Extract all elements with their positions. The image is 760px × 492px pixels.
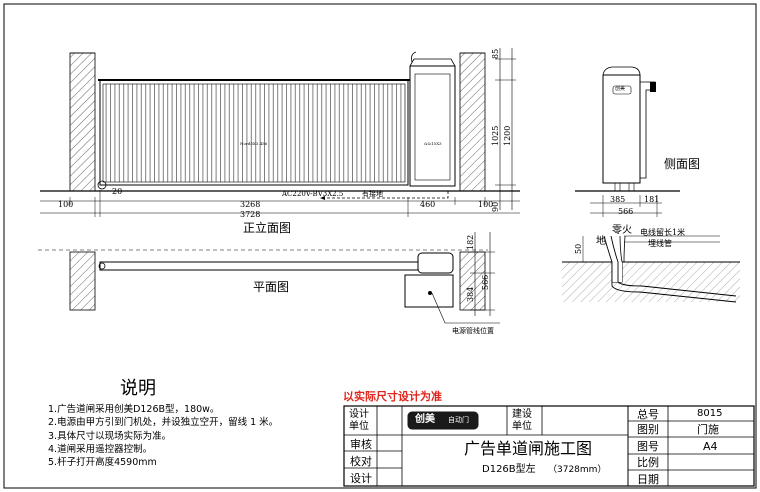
detail-pipe-label: 埋线管 xyxy=(648,239,672,248)
drawing-no-value: A4 xyxy=(703,440,718,453)
front-view-label: 正立面图 xyxy=(243,221,292,235)
dim-1200: 1200 xyxy=(503,125,512,146)
plan-view xyxy=(38,232,500,324)
plan-arm xyxy=(99,261,419,271)
dim-566-side: 566 xyxy=(618,207,634,216)
total-no-value: 8015 xyxy=(697,408,723,419)
title-block xyxy=(343,405,755,487)
drawing-no-label: 图号 xyxy=(637,440,659,453)
notes-title: 说明 xyxy=(120,378,156,399)
design-unit-label: 设计 单位 xyxy=(349,409,369,432)
conduit-label: 电源管线位置 xyxy=(452,327,494,335)
dim-100-right: 100 xyxy=(478,200,494,209)
drawing-type-label: 图别 xyxy=(637,423,659,436)
cable-label: AC220V-BV3X2.5 xyxy=(282,190,344,198)
left-pillar xyxy=(69,52,96,192)
plan-motor xyxy=(417,252,454,274)
dim-385: 385 xyxy=(610,195,626,204)
dim-3728: 3728 xyxy=(240,210,261,219)
dim-85: 85 xyxy=(491,48,500,59)
dim-182: 182 xyxy=(466,234,475,250)
dim-100-left: 100 xyxy=(58,200,74,209)
drawing-type-value: 门施 xyxy=(697,423,719,436)
scale-label: 比例 xyxy=(637,456,659,469)
check-label: 校对 xyxy=(350,455,372,468)
warning-text: 以实际尺寸设计为准 xyxy=(343,390,442,403)
dim-384: 384 xyxy=(466,286,475,302)
drawing-title: 广告单道闸施工图 xyxy=(464,439,593,458)
plan-right-pillar xyxy=(459,251,486,311)
side-view-label: 侧面图 xyxy=(664,157,701,171)
note-item: 2.电源由甲方引到门机处，并设独立空开，留线 1 米。 xyxy=(48,417,279,429)
dim-566-plan: 566 xyxy=(481,274,490,290)
logo-text: 创美 xyxy=(415,414,435,425)
right-pillar xyxy=(459,52,486,192)
dim-3268: 3268 xyxy=(240,200,261,209)
note-item: 1.广告道闸采用创美D126B型，180w。 xyxy=(48,404,220,415)
drawing-border xyxy=(3,3,757,489)
dim-20: 20 xyxy=(112,187,123,196)
motor-inner-text: &&15X3 xyxy=(424,141,442,146)
side-logo: 创美 xyxy=(615,86,626,92)
logo-sub: 自动门 xyxy=(448,416,469,424)
dim-181: 181 xyxy=(644,195,660,204)
dim-90: 90 xyxy=(491,201,500,212)
detail-cable-label: 电线留长1米 xyxy=(640,228,686,237)
ground-detail xyxy=(562,235,740,303)
detail-zero-live-label: 零火 xyxy=(612,225,632,236)
side-view xyxy=(575,66,680,217)
review-label: 审核 xyxy=(350,438,372,451)
plan-view-label: 平面图 xyxy=(253,280,290,294)
side-housing xyxy=(602,74,641,184)
note-item: 3.具体尺寸以现场实际为准。 xyxy=(48,430,172,442)
detail-ground-label: 地 xyxy=(596,236,606,247)
ground-label: 有接地 xyxy=(362,190,383,198)
total-no-label: 总号 xyxy=(637,408,659,421)
note-item: 5.杆子打开高度4590mm xyxy=(48,457,157,469)
motor-housing xyxy=(409,65,456,187)
detail-dim-50: 50 xyxy=(574,243,583,254)
gate-inner-text: Nord5X3.456 xyxy=(240,141,268,146)
dim-460: 460 xyxy=(420,200,436,209)
dim-1025: 1025 xyxy=(491,125,500,146)
note-item: 4.道闸采用遥控器控制。 xyxy=(48,443,153,455)
plan-left-pillar xyxy=(69,251,96,311)
design-label: 设计 xyxy=(350,472,372,485)
build-unit-label: 建设 单位 xyxy=(512,409,532,432)
front-elevation xyxy=(40,48,520,217)
date-label: 日期 xyxy=(637,473,659,486)
subtitle-size: （3728mm） xyxy=(548,465,607,475)
subtitle-model: D126B型左 xyxy=(482,464,536,475)
notes-list: 1.广告道闸采用创美D126B型，180w。 2.电源由甲方引到门机处，并设独立… xyxy=(48,403,278,469)
